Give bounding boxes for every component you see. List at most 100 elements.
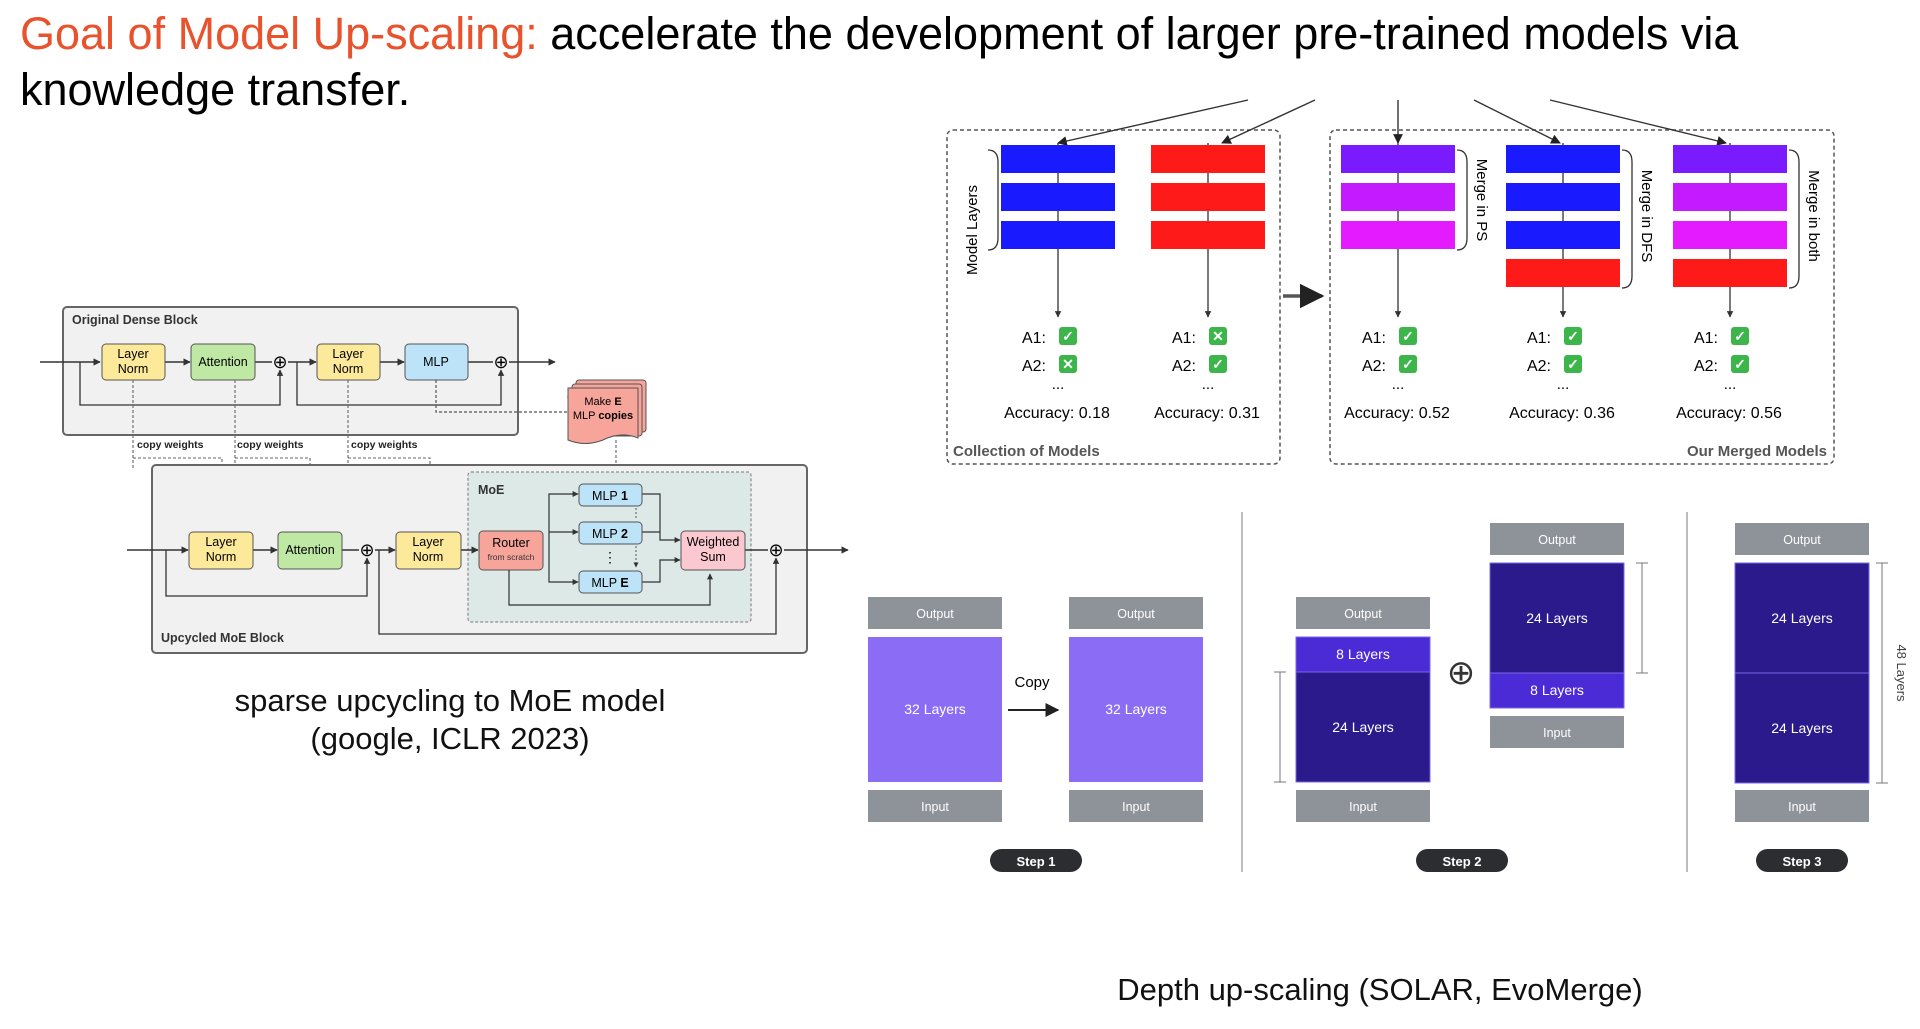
layers-8-box [1489,672,1625,709]
ln-label-1: Layer [332,347,363,361]
layers-8-box [1295,636,1431,673]
svg-text:MLP E: MLP E [591,576,628,590]
expert-id: E [620,576,628,590]
model-layers-label: Model Layers [964,185,981,275]
dense-block [62,306,519,436]
layers-24-label: 24 Layers [1332,719,1393,735]
moe-caption: sparse upcycling to MoE model (google, I… [180,682,720,758]
ellipsis: ... [1202,376,1215,393]
layers-24-box [1734,562,1870,674]
input-label: Input [1349,800,1377,814]
weighted-sum-box [680,530,746,571]
answer-label: A2: [1527,358,1551,375]
layer-block [1506,145,1620,173]
layers-24-box [1734,672,1870,784]
check-glyph: ✓ [1734,328,1746,344]
merge-ps-label: Merge in PS [1473,159,1490,242]
input-box [868,790,1002,822]
plus-icon: ⊕ [768,540,783,560]
check-icon [1059,327,1077,345]
input-label: Input [1122,800,1150,814]
make-copies: copies [598,410,633,422]
dense-block-title: Original Dense Block [72,313,198,327]
ellipsis: ... [1557,376,1570,393]
moe-caption-line1: sparse upcycling to MoE model [234,683,666,718]
input-label: Input [1788,800,1816,814]
layer-block [1341,145,1455,173]
output-box [868,597,1002,629]
step-badge-3 [1756,849,1848,872]
check-icon [1399,327,1417,345]
make-mlp: MLP [573,410,595,422]
layers-24-box [1295,671,1431,783]
layer-block [1506,259,1620,287]
layer-block [1341,183,1455,211]
ln-label-1: Layer [205,535,236,549]
layer-block [1673,221,1787,249]
plus-icon: ⊕ [493,352,508,372]
answer-label: A1: [1172,330,1196,347]
depth-upscaling-diagram: Output 32 Layers Input Copy Output 32 La… [868,512,1909,872]
check-glyph: ✓ [1062,328,1074,344]
sum-label: Sum [700,550,726,564]
cross-icon [1059,355,1077,373]
dus-caption: Depth up-scaling (SOLAR, EvoMerge) [1117,972,1643,1007]
layer-block [1001,221,1115,249]
cross-icon [1209,327,1227,345]
merge-diagram: Collection of Models Our Merged Models M… [946,99,1835,465]
input-box [1735,790,1869,822]
merged-frame [1329,129,1835,465]
layers-24-label: 24 Layers [1526,610,1587,626]
accuracy-label: Accuracy: 0.56 [1676,405,1782,422]
mlp-prefix: MLP [592,489,617,503]
output-label: Output [1117,607,1155,621]
layers-24-box [1489,562,1625,674]
layers-32-label: 32 Layers [904,701,965,717]
layer-block [1001,183,1115,211]
plus-icon: ⊕ [359,540,374,560]
moe-title: MoE [478,483,504,497]
layers-8-label: 8 Layers [1336,646,1390,662]
step-label: Step 2 [1442,854,1481,869]
dense-attention [190,343,256,381]
copy-weights-label: copy weights [237,439,304,451]
mlp-prefix: MLP [592,527,617,541]
attention-label: Attention [285,543,334,557]
answer-label: A2: [1694,358,1718,375]
answer-label: A1: [1527,330,1551,347]
layers-32-box [1069,637,1203,782]
moe-caption-line2: (google, ICLR 2023) [310,721,590,756]
merged-label: Our Merged Models [1687,443,1827,460]
make-label: Make [584,396,611,408]
copy-label: Copy [1014,674,1050,691]
answer-label: A2: [1362,358,1386,375]
expert-ellipsis: ⋮ [603,549,617,565]
expert-mlp-e [578,570,643,594]
output-label: Output [1344,607,1382,621]
step-label: Step 3 [1782,854,1821,869]
layers-32-box [868,637,1002,782]
output-label: Output [1538,533,1576,547]
accuracy-label: Accuracy: 0.18 [1004,405,1110,422]
step-badge-2 [1416,849,1508,872]
expert-id: 1 [621,489,628,503]
check-icon [1731,327,1749,345]
output-box [1490,523,1624,555]
expert-id: 2 [621,527,628,541]
moe-layernorm-2 [395,531,462,570]
input-label: Input [921,800,949,814]
title-accent: Goal of Model Up-scaling: [20,8,538,59]
expert-mlp-2 [578,521,643,545]
svg-text:MLP copies: MLP copies [573,410,633,422]
layer-block [1341,221,1455,249]
layers-24-label: 24 Layers [1771,610,1832,626]
output-label: Output [916,607,954,621]
expert-mlp-1 [578,483,643,507]
cross-glyph: ✕ [1212,328,1224,344]
moe-region [467,471,752,623]
layer-block [1673,259,1787,287]
plus-icon: ⊕ [1447,654,1476,692]
model-results: A1:✓A2:✕...Accuracy: 0.18A1:✕A2:✓...Accu… [1004,327,1782,422]
check-icon [1209,355,1227,373]
check-glyph: ✓ [1212,356,1224,372]
